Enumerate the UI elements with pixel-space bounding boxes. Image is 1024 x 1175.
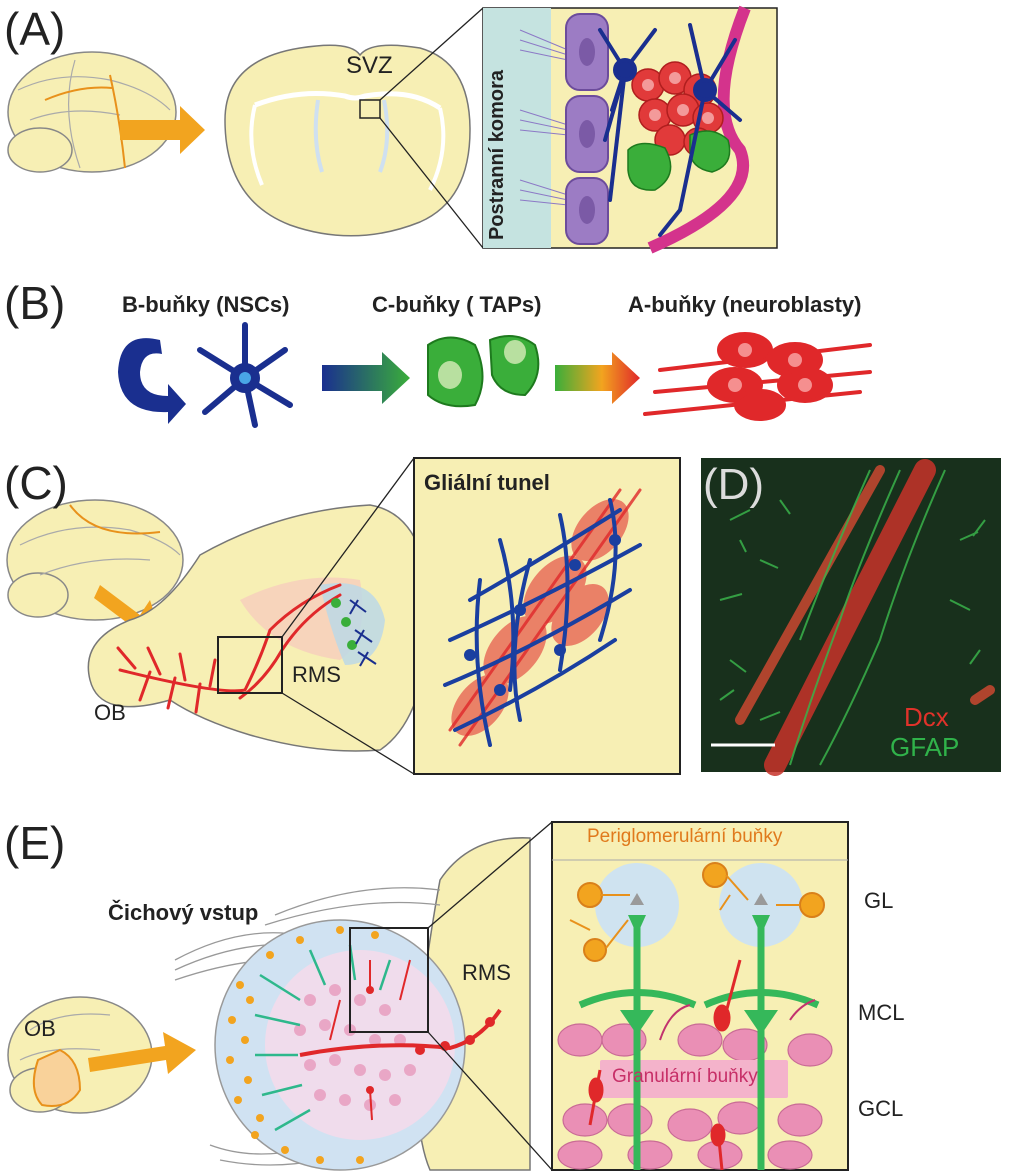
gl-label: GL [864, 888, 894, 913]
c-cells-label: C-buňky ( TAPs) [372, 292, 542, 317]
olfactory-bulb-section [174, 837, 531, 1171]
orange-arrow-a [120, 106, 205, 154]
glial-tunnel-label: Gliální tunel [424, 470, 550, 495]
panel-b [118, 322, 872, 428]
brain-sketch-a [7, 51, 177, 173]
panel-c-letter: (C) [4, 457, 68, 509]
coronal-section [224, 44, 471, 237]
a-cells-label: A-buňky (neuroblasty) [628, 292, 862, 317]
gradient-arrow-c-to-a [555, 352, 640, 404]
e-inset [551, 821, 849, 1171]
panel-a-letter: (A) [4, 3, 66, 55]
glial-tunnel-inset [413, 457, 681, 775]
panel-e-letter: (E) [4, 817, 66, 869]
olfactory-input-label: Čichový vstup [108, 900, 259, 925]
granular-label: Granulární buňky [612, 1066, 758, 1087]
svz-label: SVZ [346, 52, 393, 79]
ventricle-label: Postranní komora [486, 69, 508, 240]
gcl-label: GCL [858, 1096, 904, 1121]
sagittal-section [87, 504, 431, 752]
panel-e [7, 821, 849, 1171]
e-rms-label: RMS [462, 960, 511, 985]
panel-c [6, 457, 1001, 776]
panel-d-letter: (D) [703, 460, 765, 509]
panel-b-letter: (B) [4, 277, 66, 329]
orange-arrow-e [88, 1032, 196, 1074]
a-cell-icon [643, 332, 872, 421]
brain-sketch-c [6, 499, 184, 621]
periglomerular-label: Periglomerulární buňky [587, 826, 783, 847]
mcl-label: MCL [858, 1000, 905, 1025]
panel-d-micrograph [701, 458, 1001, 776]
e-ob-label: OB [24, 1016, 56, 1041]
brain-sketch-e [7, 996, 153, 1114]
dcx-label: Dcx [904, 702, 949, 732]
self-renewal-arrow [118, 338, 186, 424]
gradient-arrow-b-to-c [322, 352, 410, 404]
inset-a [482, 5, 778, 254]
b-cells-label: B-buňky (NSCs) [122, 292, 290, 317]
c-cell-icon [427, 335, 540, 408]
c-rms-label: RMS [292, 662, 341, 687]
gfap-label: GFAP [890, 732, 960, 762]
c-ob-label: OB [94, 700, 126, 725]
b-cell-icon [197, 322, 293, 428]
panel-a [7, 5, 778, 254]
